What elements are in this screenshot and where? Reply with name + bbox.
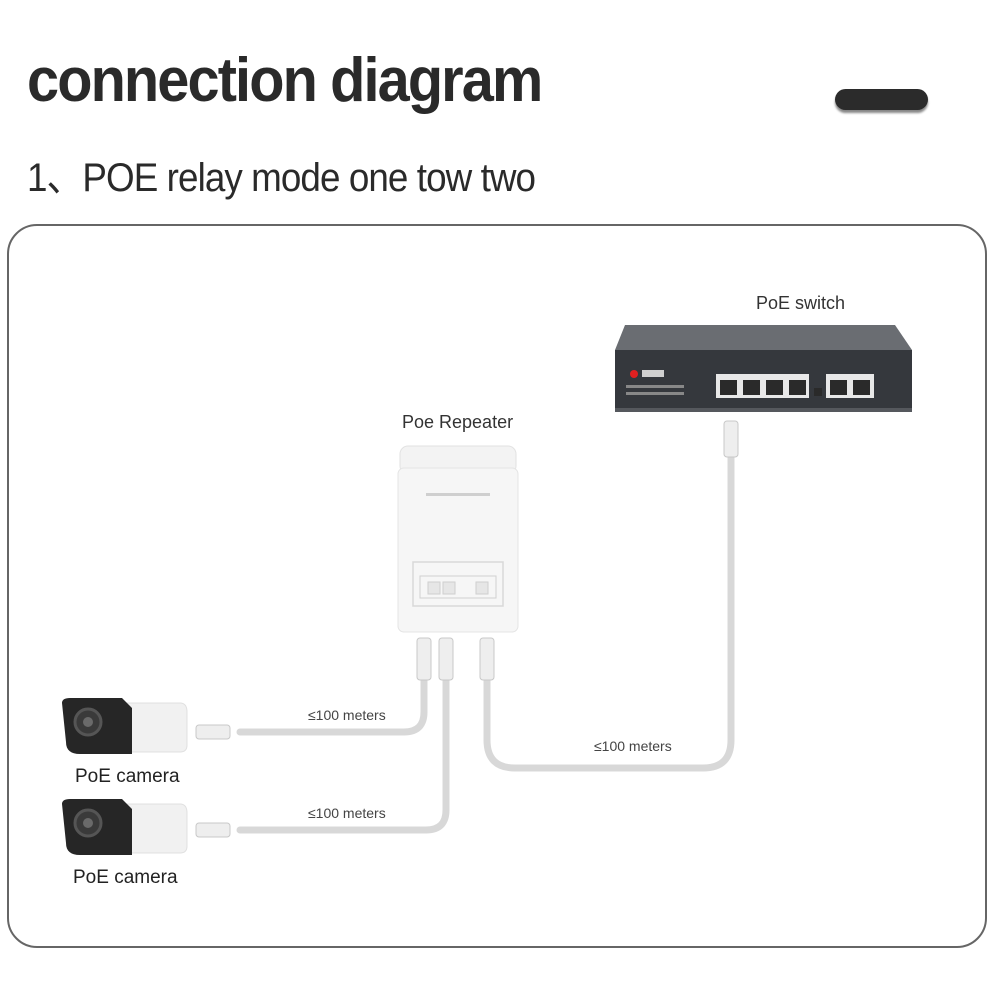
cable-switch-to-repeater [483, 451, 735, 772]
page-title: connection diagram [27, 46, 543, 115]
decorative-bar [835, 89, 928, 110]
distance-label: ≤100 meters [594, 738, 672, 754]
bullet-camera-icon [62, 698, 188, 754]
distance-label: ≤100 meters [308, 707, 386, 723]
network-switch-icon [615, 325, 912, 412]
switch-label: PoE switch [756, 293, 846, 313]
bullet-camera-icon [62, 799, 188, 855]
rj45-connector-icon [195, 420, 739, 838]
poe-extender-icon [397, 445, 519, 633]
cable-repeater-to-camera-1 [236, 676, 428, 736]
camera-label: PoE camera [75, 766, 180, 787]
diagram-frame [7, 224, 987, 948]
distance-label: ≤100 meters [308, 805, 386, 821]
repeater-label: Poe Repeater [402, 412, 514, 432]
cable-repeater-to-camera-2 [236, 676, 450, 834]
camera-label: PoE camera [73, 867, 178, 888]
section-subtitle: 1、POE relay mode one tow two [27, 156, 536, 200]
